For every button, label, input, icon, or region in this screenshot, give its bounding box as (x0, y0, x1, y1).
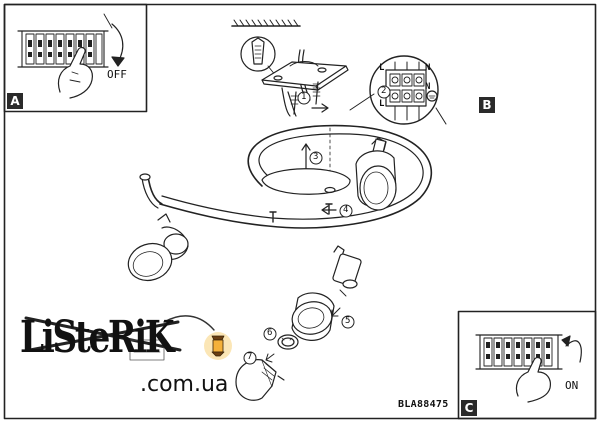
terminal-label-n-top: N (425, 63, 431, 73)
step-3-number: 3 (313, 152, 319, 162)
step-5-arrow (331, 307, 341, 317)
terminal-label-l-bottom: L (379, 99, 385, 109)
watermark-domain: .com.ua (140, 372, 229, 397)
canopy-plate (261, 168, 351, 195)
hand-icon-c (515, 356, 551, 403)
spotlight-upper-right (355, 137, 397, 211)
watermark-logo (24, 315, 232, 361)
panel-c-letter: C (461, 400, 477, 416)
terminal-label-n-bottom: N (425, 82, 431, 92)
screw-icon (290, 81, 321, 115)
step-3-arrow (301, 143, 311, 173)
panel-a-frame (3, 3, 148, 113)
panel-c-frame (457, 310, 597, 420)
outer-frame (3, 3, 597, 420)
supply-wires (281, 87, 291, 117)
spotlight-exploded (291, 245, 362, 341)
off-label: OFF (107, 68, 127, 81)
spotlight-left (127, 213, 189, 282)
model-code: BLA88475 (398, 399, 449, 410)
step-7-arrow (265, 353, 275, 363)
on-label: ON (565, 379, 579, 392)
panel-c (457, 310, 597, 420)
panel-b-letter: B (479, 97, 495, 113)
breaker-strip-c (475, 334, 563, 370)
earth-symbol-icon (426, 90, 438, 102)
step-6-number: 6 (267, 328, 273, 338)
step-2-number: 2 (381, 86, 387, 96)
step-1-number: 1 (301, 92, 307, 102)
wall-plug-detail (240, 36, 277, 77)
step-1-arrow (311, 103, 329, 113)
step-7-number: 7 (247, 352, 253, 362)
panel-a-letter: A (7, 93, 23, 109)
step-5-number: 5 (345, 316, 351, 326)
retaining-ring (277, 334, 299, 350)
fixing-screw-icon (269, 203, 337, 223)
watermark-brand: LiSteRiK (20, 312, 175, 363)
ceiling-hatch (231, 19, 301, 27)
lantern-icon (204, 332, 232, 360)
curved-arrow-icon (111, 23, 124, 63)
terminal-label-l-top: L (379, 63, 385, 73)
curved-rail (139, 124, 432, 229)
breaker-strip-a (17, 30, 109, 68)
mounting-bracket (261, 61, 349, 91)
panel-a (3, 3, 148, 113)
terminal-block-detail (349, 55, 447, 125)
light-bulb-icon (235, 353, 285, 401)
step-markers (243, 85, 391, 365)
step-4-number: 4 (343, 205, 349, 215)
